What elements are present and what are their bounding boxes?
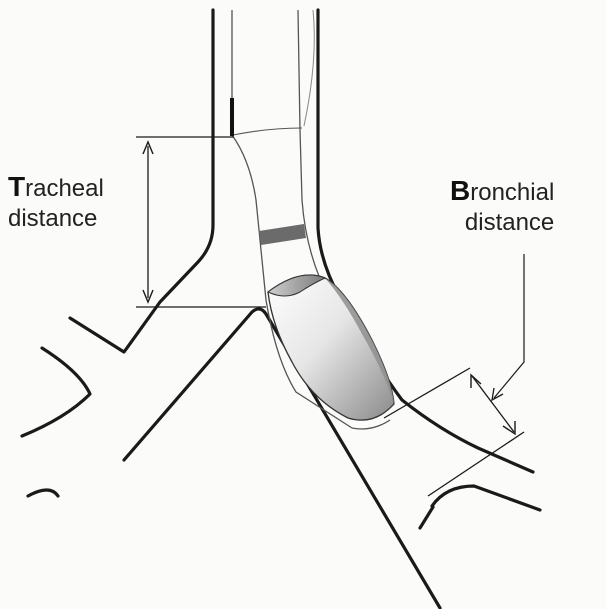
depth-marker-band <box>259 224 306 245</box>
bronchial-distance-label: Bronchial distance <box>450 176 554 238</box>
bronchial-arrow-bottom <box>503 421 515 434</box>
tracheal-distance-label: Tracheal distance <box>8 172 104 234</box>
tracheal-label-line2: distance <box>8 204 104 234</box>
tracheal-label-cap: T <box>8 171 25 202</box>
right-lower-branch-stub <box>420 507 433 528</box>
bronchial-leader-line <box>494 254 524 398</box>
tracheal-label-rest: racheal <box>25 175 104 202</box>
left-small-branch <box>28 490 58 496</box>
tracheal-label-line1: Tracheal <box>8 172 104 204</box>
right-lower-branch <box>432 486 540 510</box>
tube-bevel <box>352 420 390 429</box>
tube-inner-line <box>304 10 314 126</box>
bronchial-label-line1: Bronchial <box>450 176 554 208</box>
tube-tip-edge <box>233 128 302 135</box>
tube-cuff <box>268 275 394 420</box>
bronchial-label-line2: distance <box>450 208 554 238</box>
bronchial-label-cap: B <box>450 175 470 206</box>
bronchial-dimension-line <box>472 376 514 432</box>
left-upper-lobe-branch <box>22 348 90 436</box>
bronchial-label-rest: ronchial <box>470 179 554 206</box>
carina <box>124 309 440 608</box>
